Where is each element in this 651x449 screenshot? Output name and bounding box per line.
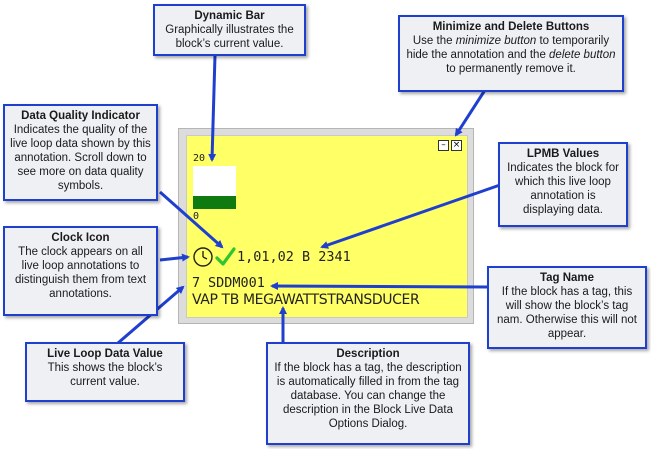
arrow-min-delete <box>454 89 487 137</box>
callout-body: This shows the block’s current value. <box>47 362 163 388</box>
callout-title: Dynamic Bar <box>194 10 265 22</box>
arrow-lpmb <box>320 183 501 249</box>
dynamic-bar <box>193 166 236 209</box>
dynamic-bar-fill <box>193 196 236 209</box>
description-text: VAP TB MEGAWATTSTRANSDUCER <box>192 292 420 308</box>
callout-lpmb: LPMB Values Indicates the block for whic… <box>498 142 628 227</box>
delete-icon[interactable]: × <box>451 140 462 151</box>
callout-body: If the block has a tag, this will show t… <box>497 286 637 340</box>
callout-dynamic-bar: Dynamic Bar Graphically illustrates the … <box>153 4 306 56</box>
live-loop-value: 7 <box>192 275 201 291</box>
minimize-icon[interactable]: – <box>438 140 449 151</box>
callout-body: If the block has a tag, the description … <box>274 362 462 430</box>
callout-tag-name: Tag Name If the block has a tag, this wi… <box>487 266 647 349</box>
callout-body: Graphically illustrates the block’s curr… <box>165 24 294 50</box>
callout-title: LPMB Values <box>526 148 600 160</box>
arrow-tag-name <box>270 282 489 291</box>
clock-icon <box>193 247 213 267</box>
arrow-data-quality <box>159 190 224 249</box>
arrow-clock <box>159 253 190 262</box>
callout-body: Indicates the quality of the live loop d… <box>10 124 151 192</box>
callout-title: Live Loop Data Value <box>47 348 163 360</box>
callout-title: Minimize and Delete Buttons <box>432 21 590 33</box>
callout-clock: Clock Icon The clock appears on all live… <box>3 226 158 316</box>
callout-body: Indicates the block for which this live … <box>507 162 619 216</box>
tag-name: SDDM001 <box>208 275 265 291</box>
callout-title: Description <box>336 348 400 360</box>
callout-title: Data Quality Indicator <box>21 110 140 122</box>
callout-body: The clock appears on all live loop annot… <box>14 246 147 300</box>
callout-description: Description If the block has a tag, the … <box>266 342 470 445</box>
callout-title: Tag Name <box>539 272 595 284</box>
lpmb-value: 1,01,02 B 2341 <box>237 249 351 265</box>
checkmark-icon <box>215 247 236 266</box>
callout-data-quality: Data Quality Indicator Indicates the qua… <box>3 104 158 201</box>
callout-live-value: Live Loop Data Value This shows the bloc… <box>25 342 185 402</box>
callout-body: Use the minimize button to temporarily h… <box>406 35 616 75</box>
callout-title: Clock Icon <box>51 232 110 244</box>
callout-min-delete: Minimize and Delete Buttons Use the mini… <box>398 15 624 92</box>
bar-max-label: 20 <box>193 153 206 164</box>
arrow-dynamic-bar <box>208 54 217 162</box>
bar-min-label: 0 <box>193 211 200 222</box>
